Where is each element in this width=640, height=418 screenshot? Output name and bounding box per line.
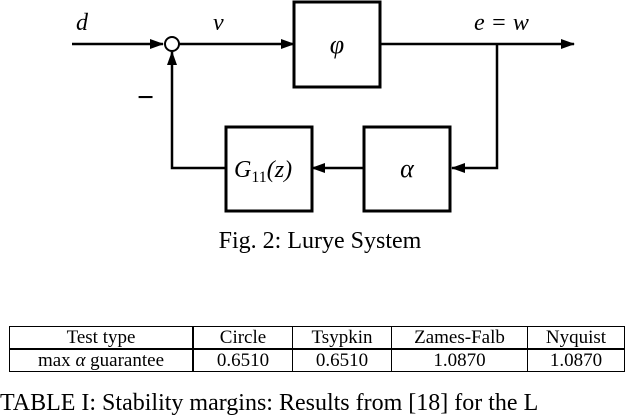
table-cell: 0.6510 (192, 348, 293, 372)
stability-margins-table: Test type Circle Tsypkin Zames-Falb Nyqu… (9, 326, 625, 372)
table-row: max α guarantee 0.6510 0.6510 1.0870 1.0… (9, 348, 625, 372)
table-cell: 1.0870 (391, 348, 528, 372)
alpha-block (362, 125, 452, 213)
label-minus: − (137, 81, 154, 114)
feedback-down-line (451, 44, 499, 173)
lurye-block-diagram: d v e = w − φ α G11(z) (72, 0, 575, 213)
label-alpha: α (400, 154, 415, 183)
table-header-cell: Tsypkin (292, 326, 392, 350)
label-d: d (76, 10, 89, 36)
label-v: v (213, 10, 224, 36)
table-caption: TABLE I: Stability margins: Results from… (0, 390, 539, 416)
label-e-eq-w: e = w (474, 10, 529, 36)
table-header-cell: Test type (9, 326, 194, 350)
summing-junction (164, 36, 180, 52)
g11-block (224, 125, 314, 213)
figure-caption: Fig. 2: Lurye System (218, 228, 422, 254)
label-g11: G11(z) (234, 157, 292, 186)
table-header-cell: Nyquist (527, 326, 625, 350)
table-cell: 0.6510 (292, 348, 392, 372)
table-header-cell: Zames-Falb (391, 326, 528, 350)
table-cell: 1.0870 (527, 348, 625, 372)
label-phi: φ (330, 30, 344, 59)
table-header-cell: Circle (192, 326, 293, 350)
table-header-row: Test type Circle Tsypkin Zames-Falb Nyqu… (9, 326, 625, 350)
table-row-label: max α guarantee (9, 348, 194, 372)
feedback-up-line (167, 51, 226, 170)
